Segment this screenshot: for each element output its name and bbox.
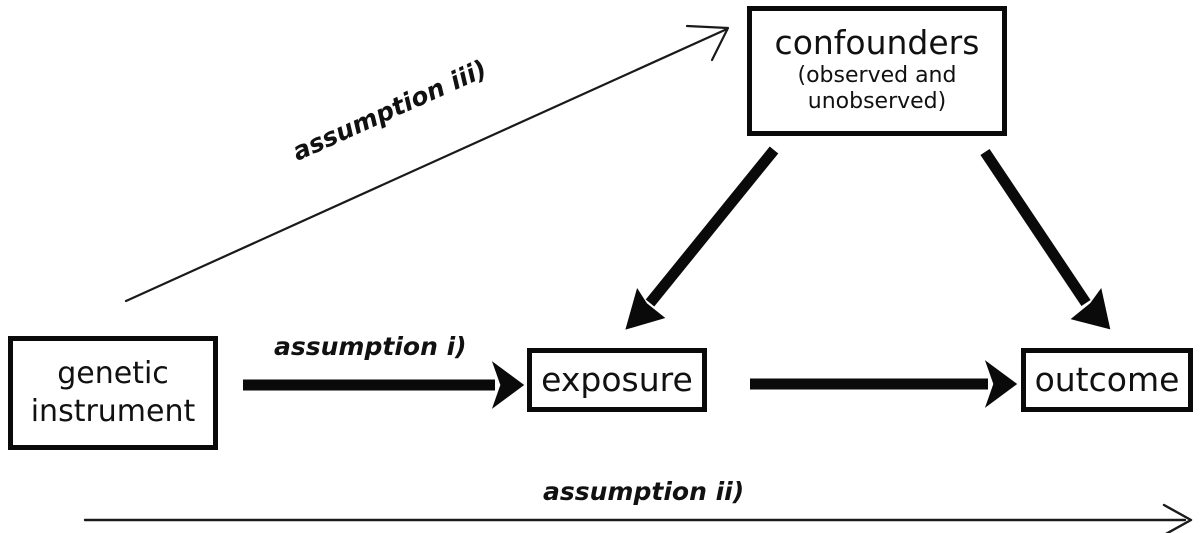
node-confounders-line3: unobserved)	[807, 88, 947, 114]
label-assumption-ii: assumption ii)	[543, 477, 745, 506]
edge-instrument-to-outcome-direct	[83, 503, 1193, 533]
label-assumption-i: assumption i)	[274, 332, 467, 361]
node-outcome[interactable]: outcome	[1021, 348, 1193, 412]
node-exposure[interactable]: exposure	[527, 348, 707, 412]
node-outcome-label: outcome	[1034, 359, 1180, 399]
edge-instrument-to-exposure	[243, 361, 525, 409]
node-exposure-label: exposure	[541, 359, 693, 399]
edge-confounders-to-outcome	[980, 148, 1111, 330]
node-confounders-line1: confounders	[774, 23, 980, 63]
node-genetic-instrument-line1: genetic	[57, 355, 169, 391]
node-confounders[interactable]: confounders (observed and unobserved)	[747, 6, 1007, 136]
edge-instrument-to-confounders	[124, 24, 730, 303]
node-confounders-line2: (observed and	[797, 63, 957, 89]
node-genetic-instrument[interactable]: genetic instrument	[8, 336, 218, 450]
node-genetic-instrument-line2: instrument	[30, 394, 196, 429]
edge-confounders-to-exposure	[625, 146, 779, 330]
edge-exposure-to-outcome	[750, 360, 1018, 408]
